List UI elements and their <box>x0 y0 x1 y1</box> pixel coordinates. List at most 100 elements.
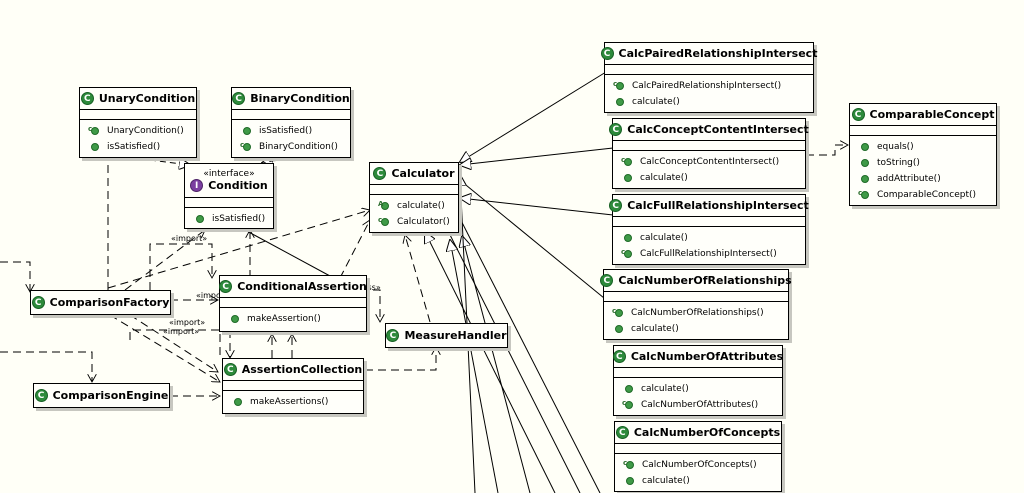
method-row[interactable]: isSatisfied() <box>240 123 350 139</box>
abstract-class-icon: C <box>373 167 387 180</box>
gen-num-rel-to-calculator <box>450 172 605 299</box>
dep-import-lower <box>129 329 221 355</box>
method-icon <box>91 143 99 151</box>
method-icon <box>861 175 869 183</box>
method-icon <box>196 215 204 223</box>
method-row[interactable]: calculate() <box>612 321 788 337</box>
dep-left-1 <box>0 261 30 292</box>
import-label-4: «import» <box>169 318 206 327</box>
method-icon <box>231 315 239 323</box>
class-icon: C <box>600 47 614 60</box>
class-comparison-engine[interactable]: C ComparisonEngine <box>33 383 170 408</box>
class-calc-number-of-attributes[interactable]: C CalcNumberOfAttributes calculate() Cal… <box>612 345 784 416</box>
method-row[interactable]: calculate() <box>378 196 458 214</box>
abstract-method-icon <box>378 196 389 212</box>
method-icon <box>624 174 632 182</box>
method-row[interactable]: calculate() <box>623 473 781 489</box>
class-name: ComparisonFactory <box>49 296 170 309</box>
gen-num-attr-to-calculator <box>448 195 601 493</box>
class-icon: C <box>386 329 400 342</box>
class-icon: C <box>31 296 45 309</box>
class-name: ComparableConcept <box>869 108 995 121</box>
method-row[interactable]: equals() <box>858 139 996 155</box>
class-calc-number-of-concepts[interactable]: C CalcNumberOfConcepts CalcNumberOfConce… <box>614 421 782 492</box>
gen-num-concepts-to-calculator <box>440 215 581 493</box>
class-calc-concept-content-intersect[interactable]: C CalcConceptContentIntersect CalcConcep… <box>609 118 809 189</box>
constructor-icon <box>378 212 389 228</box>
method-row[interactable]: addAttribute() <box>858 171 996 187</box>
class-name: CalcFullRelationshipIntersect <box>627 199 809 212</box>
class-name: CalcNumberOfAttributes <box>630 350 784 363</box>
dep-assertion-to-measure <box>365 347 436 371</box>
gen-full-rel-to-calculator <box>460 198 614 216</box>
class-binary-condition[interactable]: C BinaryCondition isSatisfied() BinaryCo… <box>231 87 351 158</box>
class-name: UnaryCondition <box>98 92 196 105</box>
constructor-icon <box>88 121 99 137</box>
method-row[interactable]: CalcPairedRelationshipIntersect() <box>613 76 813 94</box>
method-row[interactable]: CalcNumberOfAttributes() <box>622 395 782 413</box>
constructor-icon <box>858 185 869 201</box>
method-icon <box>625 385 633 393</box>
dep-factory-to-assertion-collection-2 <box>109 314 220 382</box>
real-unary-to-condition <box>149 160 190 165</box>
method-row[interactable]: makeAssertions() <box>231 394 363 410</box>
method-row[interactable]: CalcConceptContentIntersect() <box>621 152 805 170</box>
method-row[interactable]: CalcFullRelationshipIntersect() <box>621 244 805 262</box>
method-row[interactable]: BinaryCondition() <box>240 137 350 155</box>
gen-extra-2 <box>462 236 531 493</box>
class-name: ComparisonEngine <box>52 389 169 402</box>
class-calculator[interactable]: C Calculator calculate() Calculator() <box>369 162 459 233</box>
method-row[interactable]: calculate() <box>621 230 805 246</box>
constructor-icon <box>621 152 632 168</box>
method-row[interactable]: toString() <box>858 155 996 171</box>
stereotype-label: «interface» <box>203 169 255 179</box>
method-row[interactable]: calculate() <box>622 381 782 397</box>
class-comparison-factory[interactable]: C ComparisonFactory <box>30 290 171 315</box>
class-measure-handler[interactable]: C MeasureHandler <box>385 323 508 348</box>
method-row[interactable]: isSatisfied() <box>193 211 273 227</box>
method-row[interactable]: Calculator() <box>378 212 458 230</box>
method-row[interactable]: isSatisfied() <box>88 139 196 155</box>
method-icon <box>861 143 869 151</box>
dep-factory-to-calculator <box>107 210 370 289</box>
dep-factory-import-up <box>149 243 212 290</box>
interface-icon: I <box>190 179 204 192</box>
class-calc-number-of-relationships[interactable]: C CalcNumberOfRelationships CalcNumberOf… <box>600 269 792 340</box>
gen-extra-3 <box>450 240 499 493</box>
class-name: MeasureHandler <box>404 329 507 342</box>
class-icon: C <box>609 199 623 212</box>
dep-factory-to-assertion-collection <box>129 314 218 372</box>
method-icon <box>624 234 632 242</box>
gen-concept-content-to-calculator <box>460 147 614 165</box>
method-row[interactable]: UnaryCondition() <box>88 121 196 139</box>
class-unary-condition[interactable]: C UnaryCondition UnaryCondition() isSati… <box>79 87 197 158</box>
import-label-5: «import» <box>163 327 200 336</box>
dep-concept-to-comparable <box>806 145 848 156</box>
assoc-condition-calculator <box>244 229 331 277</box>
class-calc-full-relationship-intersect[interactable]: C CalcFullRelationshipIntersect calculat… <box>609 194 809 265</box>
method-row[interactable]: CalcNumberOfRelationships() <box>612 303 788 321</box>
dep-left-2 <box>0 351 92 382</box>
class-comparable-concept[interactable]: C ComparableConcept equals() toString() … <box>849 103 997 206</box>
class-calc-paired-relationship-intersect[interactable]: C CalcPairedRelationshipIntersect CalcPa… <box>600 42 817 113</box>
gen-paired-to-calculator <box>460 71 607 162</box>
class-icon: C <box>232 92 246 105</box>
method-row[interactable]: makeAssertion() <box>228 311 366 327</box>
dep-factory-to-condition <box>124 230 205 291</box>
real-binary-to-condition-2 <box>249 157 286 167</box>
class-assertion-collection[interactable]: C AssertionCollection makeAssertions() <box>222 358 364 414</box>
method-row[interactable]: calculate() <box>621 170 805 186</box>
dep-cond-assertion-to-calculator <box>339 220 370 279</box>
gen-extra-1 <box>425 232 556 493</box>
constructor-icon <box>240 137 251 153</box>
class-icon: C <box>609 123 623 136</box>
method-row[interactable]: calculate() <box>613 94 813 110</box>
method-row[interactable]: ComparableConcept() <box>858 185 996 203</box>
constructor-icon <box>612 303 623 319</box>
method-row[interactable]: CalcNumberOfConcepts() <box>623 455 781 473</box>
import-label-2: «import» <box>171 234 208 243</box>
class-conditional-assertion[interactable]: C ConditionalAssertion makeAssertion() <box>219 275 367 332</box>
class-icon: C <box>34 389 48 402</box>
